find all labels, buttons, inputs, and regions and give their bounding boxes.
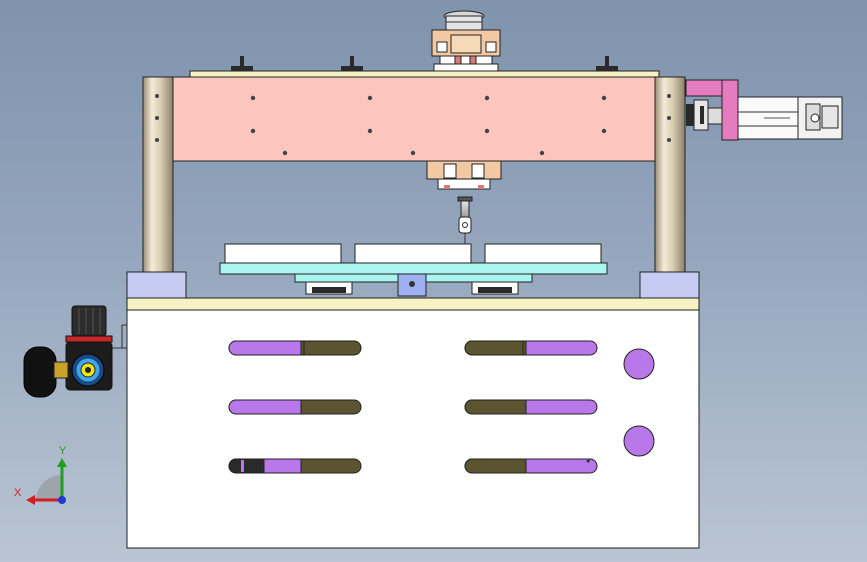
right-guide-column [654, 76, 686, 273]
cabinet-button-top[interactable] [623, 348, 655, 380]
slot-row-2-left [228, 399, 362, 415]
left-column-base [126, 271, 187, 299]
top-cylinder-assembly [431, 10, 501, 73]
servo-motor-assembly [685, 79, 843, 141]
work-fixture [219, 243, 608, 297]
top-plate-bolts [231, 56, 618, 71]
base-cabinet [126, 309, 700, 549]
right-column-base [639, 271, 700, 299]
crossbeam-holes [250, 95, 607, 156]
triad-plane [36, 474, 62, 500]
slot-row-3-right [464, 458, 598, 474]
column-holes [155, 94, 671, 142]
y-axis-label: Y [59, 445, 67, 457]
slot-row-1-left [228, 340, 362, 356]
z-axis-dot [58, 496, 66, 504]
pressure-regulator [23, 305, 127, 398]
x-axis-label: X [14, 487, 22, 499]
slot-row-1-right [464, 340, 598, 356]
slot-row-2-right [464, 399, 598, 415]
left-guide-column [142, 76, 174, 273]
base-top-plate [126, 297, 700, 311]
press-head [426, 160, 502, 244]
cabinet-button-bottom[interactable] [623, 425, 655, 457]
slot-row-3-left [228, 458, 362, 474]
upper-crossbeam [172, 76, 656, 162]
axis-triad: Y X [14, 445, 67, 505]
